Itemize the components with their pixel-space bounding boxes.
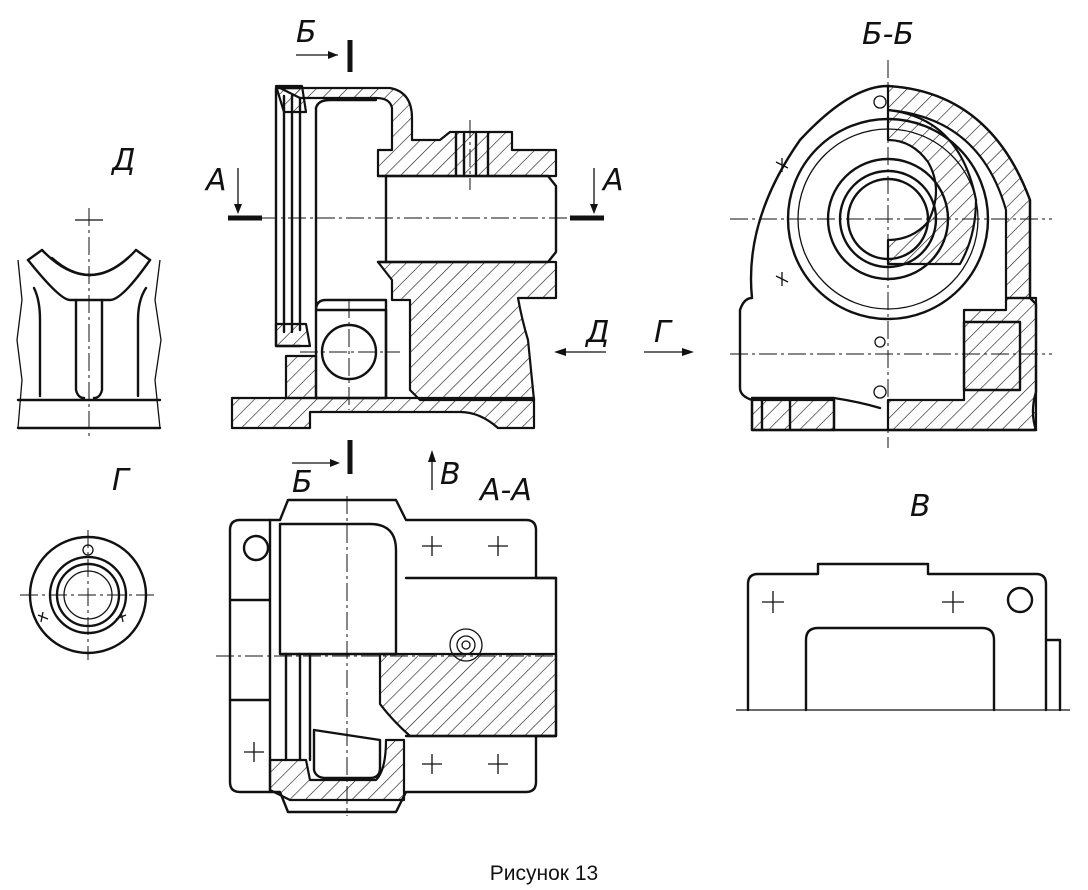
view-d: Д	[16, 143, 162, 440]
view-v: В	[736, 489, 1070, 712]
section-aa-label: А-А	[478, 473, 532, 508]
cut-a-right-label: А	[601, 163, 624, 198]
cut-b-bottom-label: Б	[292, 465, 313, 500]
section-aa: А-А	[216, 473, 558, 816]
cut-b-top-label: Б	[296, 15, 317, 50]
dir-g-label: Г	[654, 315, 673, 350]
section-bb-label: Б-Б	[862, 17, 914, 52]
section-bb: Б-Б	[730, 17, 1052, 448]
dir-v-label: В	[440, 457, 461, 492]
main-view: Б А А	[204, 15, 694, 500]
figure-caption: Рисунок 13	[490, 862, 598, 885]
view-v-label: В	[910, 489, 931, 524]
view-g-label: Г	[112, 463, 131, 498]
view-g: Г	[20, 463, 156, 660]
cut-a-left-label: А	[204, 163, 227, 198]
dir-d-label: Д	[584, 315, 609, 350]
view-d-label: Д	[110, 143, 135, 178]
